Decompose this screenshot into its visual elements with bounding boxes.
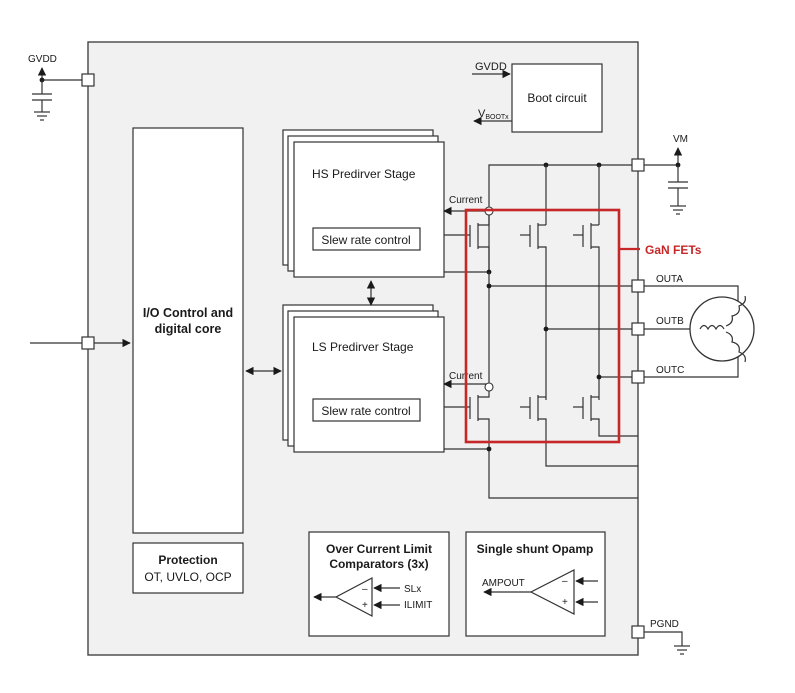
outa-label: OUTA (656, 274, 683, 285)
gan-fets-label: GaN FETs (645, 243, 702, 257)
outc-label: OUTC (656, 365, 684, 376)
hs-slew-rate-box (312, 227, 421, 251)
io-control-line1: I/O Control and (143, 306, 233, 320)
vm-pin-group: VM (631, 134, 688, 215)
protection-title: Protection (158, 553, 217, 567)
hs-stage-label: HS Predirver Stage (312, 167, 416, 181)
opamp-out-label: AMPOUT (482, 578, 525, 589)
opamp-block: Single shunt Opamp – + AMPOUT (465, 531, 606, 637)
outa-pin (631, 279, 645, 293)
protection-block: Protection OT, UVLO, OCP (132, 542, 244, 594)
ocl-comparator-block: Over Current Limit Comparators (3x) – + … (308, 531, 450, 637)
ls-predriver-block: LS Predirver Stage Slew rate control (282, 304, 445, 453)
input-pin-group (30, 336, 131, 350)
gvdd-pin (81, 73, 95, 87)
gvdd-pin-group: GVDD (28, 54, 95, 121)
hs-slew-rate-label: Slew rate control (321, 233, 410, 247)
motor-symbol (689, 295, 755, 363)
hs-current-label: Current (449, 195, 483, 206)
pgnd-pin-group: PGND (631, 619, 690, 655)
gan-fets-highlight (464, 208, 621, 444)
svg-text:–: – (362, 584, 368, 595)
gvdd-label: GVDD (28, 54, 57, 65)
svg-text:+: + (362, 600, 368, 611)
boot-vboot-label: VBOOTx (478, 108, 509, 121)
ocl-ilimit-label: ILIMIT (404, 600, 432, 611)
power-stage-wiring: Current Current (443, 162, 638, 499)
protection-detail: OT, UVLO, OCP (144, 570, 231, 584)
ocl-title-line1: Over Current Limit (326, 542, 432, 556)
pgnd-pin (631, 625, 645, 639)
outb-label: OUTB (656, 316, 684, 327)
svg-text:–: – (562, 576, 568, 587)
svg-text:+: + (562, 597, 568, 608)
boot-gvdd-label: GVDD (475, 61, 507, 73)
ls-slew-rate-label: Slew rate control (321, 404, 410, 418)
hs-predriver-block: HS Predirver Stage Slew rate control (282, 129, 445, 278)
ocl-slx-label: SLx (404, 584, 421, 595)
outa-pin-group: OUTA (631, 274, 739, 302)
outc-pin (631, 370, 645, 384)
io-control-block: I/O Control and digital core (132, 127, 244, 534)
ocl-title-line2: Comparators (3x) (329, 557, 428, 571)
outc-pin-group: OUTC (631, 357, 739, 384)
boot-circuit-block: Boot circuit GVDD VBOOTx (472, 61, 603, 133)
io-control-line2: digital core (155, 322, 222, 336)
opamp-title: Single shunt Opamp (477, 542, 594, 556)
input-pin (81, 336, 95, 350)
ls-slew-rate-box (312, 398, 421, 422)
ls-stage-label: LS Predirver Stage (312, 340, 414, 354)
outb-pin (631, 322, 645, 336)
pgnd-label: PGND (650, 619, 679, 630)
boot-circuit-label: Boot circuit (527, 91, 587, 105)
vm-label: VM (673, 134, 688, 145)
vm-pin (631, 158, 645, 172)
